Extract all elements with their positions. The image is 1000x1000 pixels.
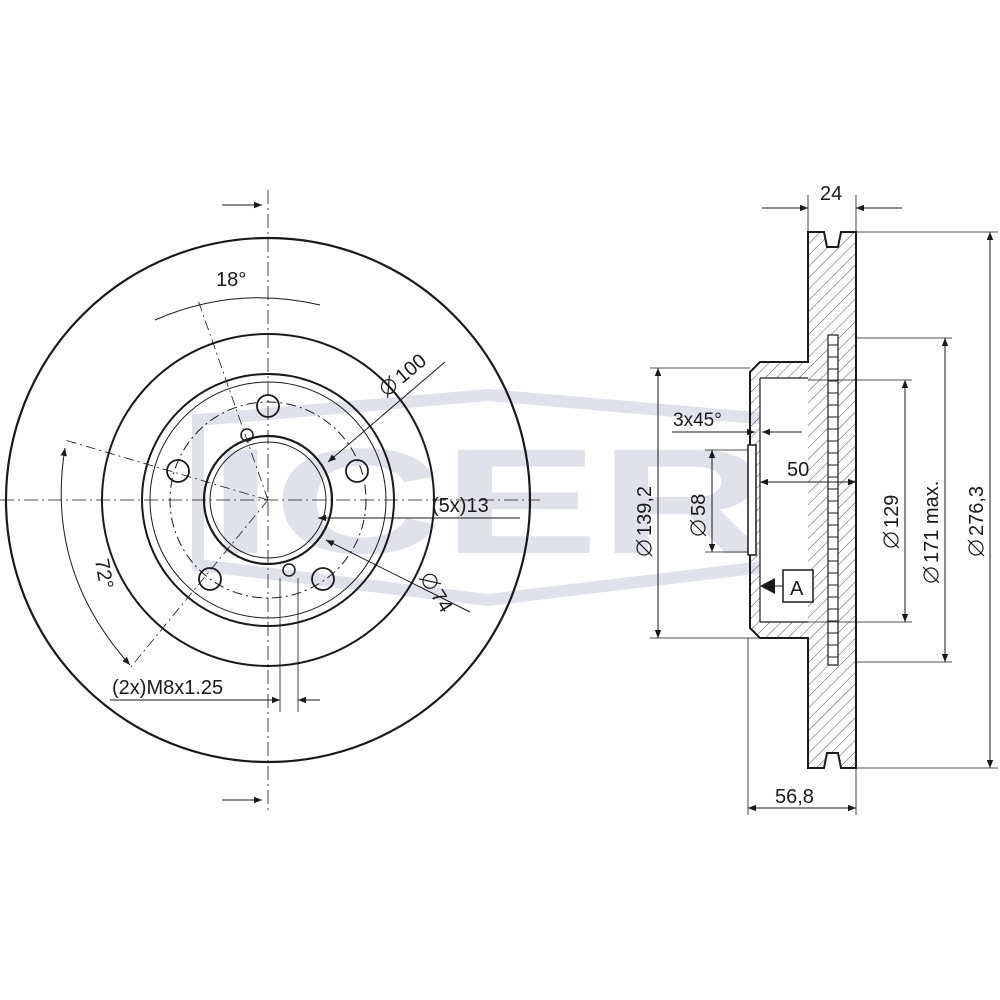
dia-129-group: 129: [881, 495, 903, 549]
diameter-symbol-icon: [883, 532, 899, 548]
bolt-hole-4: [198, 567, 222, 591]
bolt-hole-3: [311, 567, 335, 591]
thickness-label: 24: [820, 183, 842, 205]
thread-label: (2x)M8x1.25: [112, 677, 223, 699]
height-label: 56,8: [775, 786, 814, 808]
diameter-symbol-icon: [380, 379, 397, 395]
front-view: [0, 190, 540, 810]
vent-channel: [827, 334, 839, 666]
hub-bore-flange: [747, 444, 757, 556]
datum-triangle-icon: [760, 578, 775, 594]
dia-139-group: 139,2: [634, 486, 656, 557]
dia-171-group: 171 max.: [921, 481, 943, 584]
vent-fins: [828, 344, 838, 658]
diameter-symbol-icon: [690, 520, 706, 536]
angle-72-label: 72°: [90, 557, 117, 591]
dia-100-group: 100: [380, 350, 431, 398]
diameter-symbol-icon: [636, 540, 652, 556]
dia-100-label: 100: [391, 350, 431, 388]
dia-58-group: 58: [688, 494, 710, 537]
angle-72-arc: [60, 447, 131, 666]
diameter-symbol-icon: [968, 540, 984, 556]
dia-276-group: 276,3: [966, 486, 988, 557]
hat-inner-cavity: [760, 378, 808, 622]
dia-171-label: 171 max.: [921, 481, 943, 563]
diameter-symbol-icon: [422, 573, 438, 589]
angle-18-label: 18°: [216, 269, 246, 291]
side-view: [650, 195, 998, 815]
dim-50-label: 50: [787, 459, 809, 481]
holes-5x13-label: (5x)13: [432, 495, 489, 517]
angle-ray-2: [64, 439, 269, 501]
dia-139-label: 139,2: [634, 486, 656, 536]
datum-a-label: A: [790, 578, 804, 600]
diameter-symbol-icon: [923, 567, 939, 583]
datum-a-box: [782, 569, 814, 603]
angle-18-arc: [154, 297, 321, 321]
bolt-hole-2: [345, 459, 369, 483]
threaded-hole-2: [282, 563, 296, 577]
dia-74-leader: [325, 539, 471, 613]
angle-ray-1: [197, 299, 269, 501]
chamfer-label: 3x45°: [673, 410, 722, 431]
dia-100-leader: [327, 361, 446, 463]
dia-276-label: 276,3: [966, 486, 988, 536]
bolt-hole-5: [166, 459, 190, 483]
angle-ray-3: [129, 499, 269, 669]
dia-129-label: 129: [881, 495, 903, 528]
dia-58-label: 58: [688, 494, 710, 516]
